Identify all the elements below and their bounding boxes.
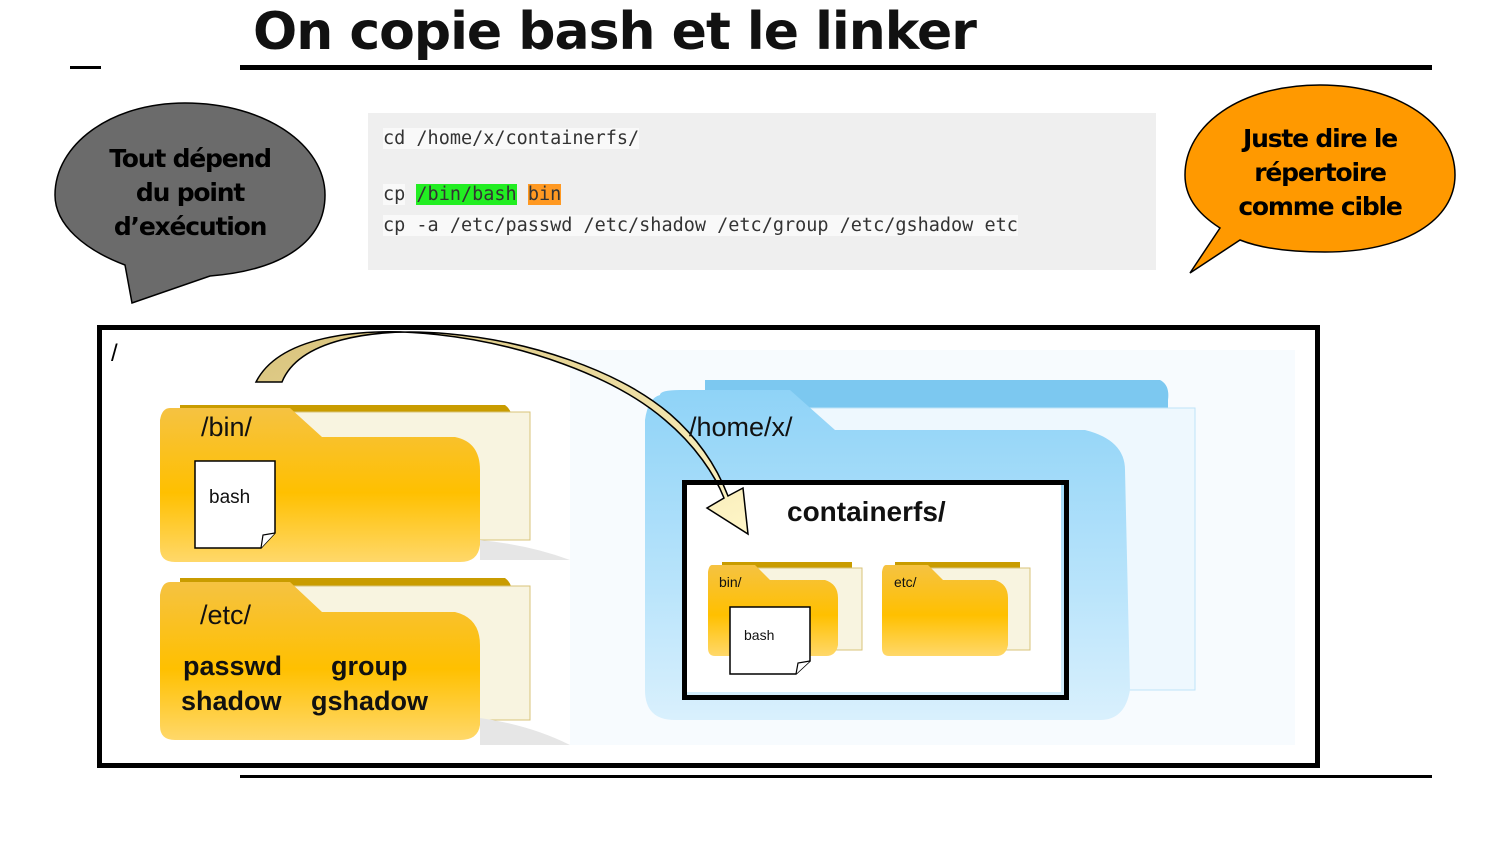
etc-file-passwd: passwd — [183, 651, 283, 681]
target-dir-highlight: bin — [527, 184, 562, 205]
etc-file-group: group — [331, 651, 408, 681]
etc-folder-icon — [160, 578, 570, 751]
bubble-left-text: Tout dépend du point d’exécution — [109, 144, 272, 241]
footer-rule — [240, 775, 1432, 778]
container-bash-file-icon — [729, 606, 811, 675]
title-dash — [70, 66, 101, 69]
etc-file-gshadow: gshadow — [311, 686, 429, 716]
speech-bubble-left — [54, 102, 326, 304]
container-etc-folder-icon — [882, 562, 1031, 656]
container-bin-label: bin/ — [719, 574, 742, 590]
home-folder-label: /home/x/ — [689, 412, 793, 442]
root-label: / — [111, 340, 118, 367]
bash-file-icon — [194, 460, 276, 549]
copy-arrow — [254, 331, 749, 536]
container-bash-file-label: bash — [744, 627, 775, 643]
slide-title: On copie bash et le linker — [253, 2, 977, 62]
code-line-3: cp -a /etc/passwd /etc/shadow /etc/group… — [383, 215, 1018, 236]
bin-folder-label: /bin/ — [201, 412, 253, 442]
bash-file-label: bash — [209, 487, 251, 508]
code-block: cd /home/x/containerfs/ cp /bin/bash bin… — [368, 113, 1156, 270]
title-rule — [240, 65, 1432, 70]
code-line-1: cd /home/x/containerfs/ — [383, 128, 640, 149]
bubble-right-text: Juste dire le répertoire comme cible — [1238, 124, 1403, 221]
source-path-highlight: /bin/bash — [416, 184, 517, 205]
container-etc-label: etc/ — [894, 574, 917, 590]
code-line-2: cp /bin/bash bin — [383, 184, 562, 205]
speech-bubble-right — [1184, 84, 1456, 274]
etc-file-shadow: shadow — [181, 686, 282, 716]
containerfs-box — [682, 480, 1069, 700]
containerfs-label: containerfs/ — [787, 496, 946, 527]
etc-folder-label: /etc/ — [200, 600, 252, 630]
